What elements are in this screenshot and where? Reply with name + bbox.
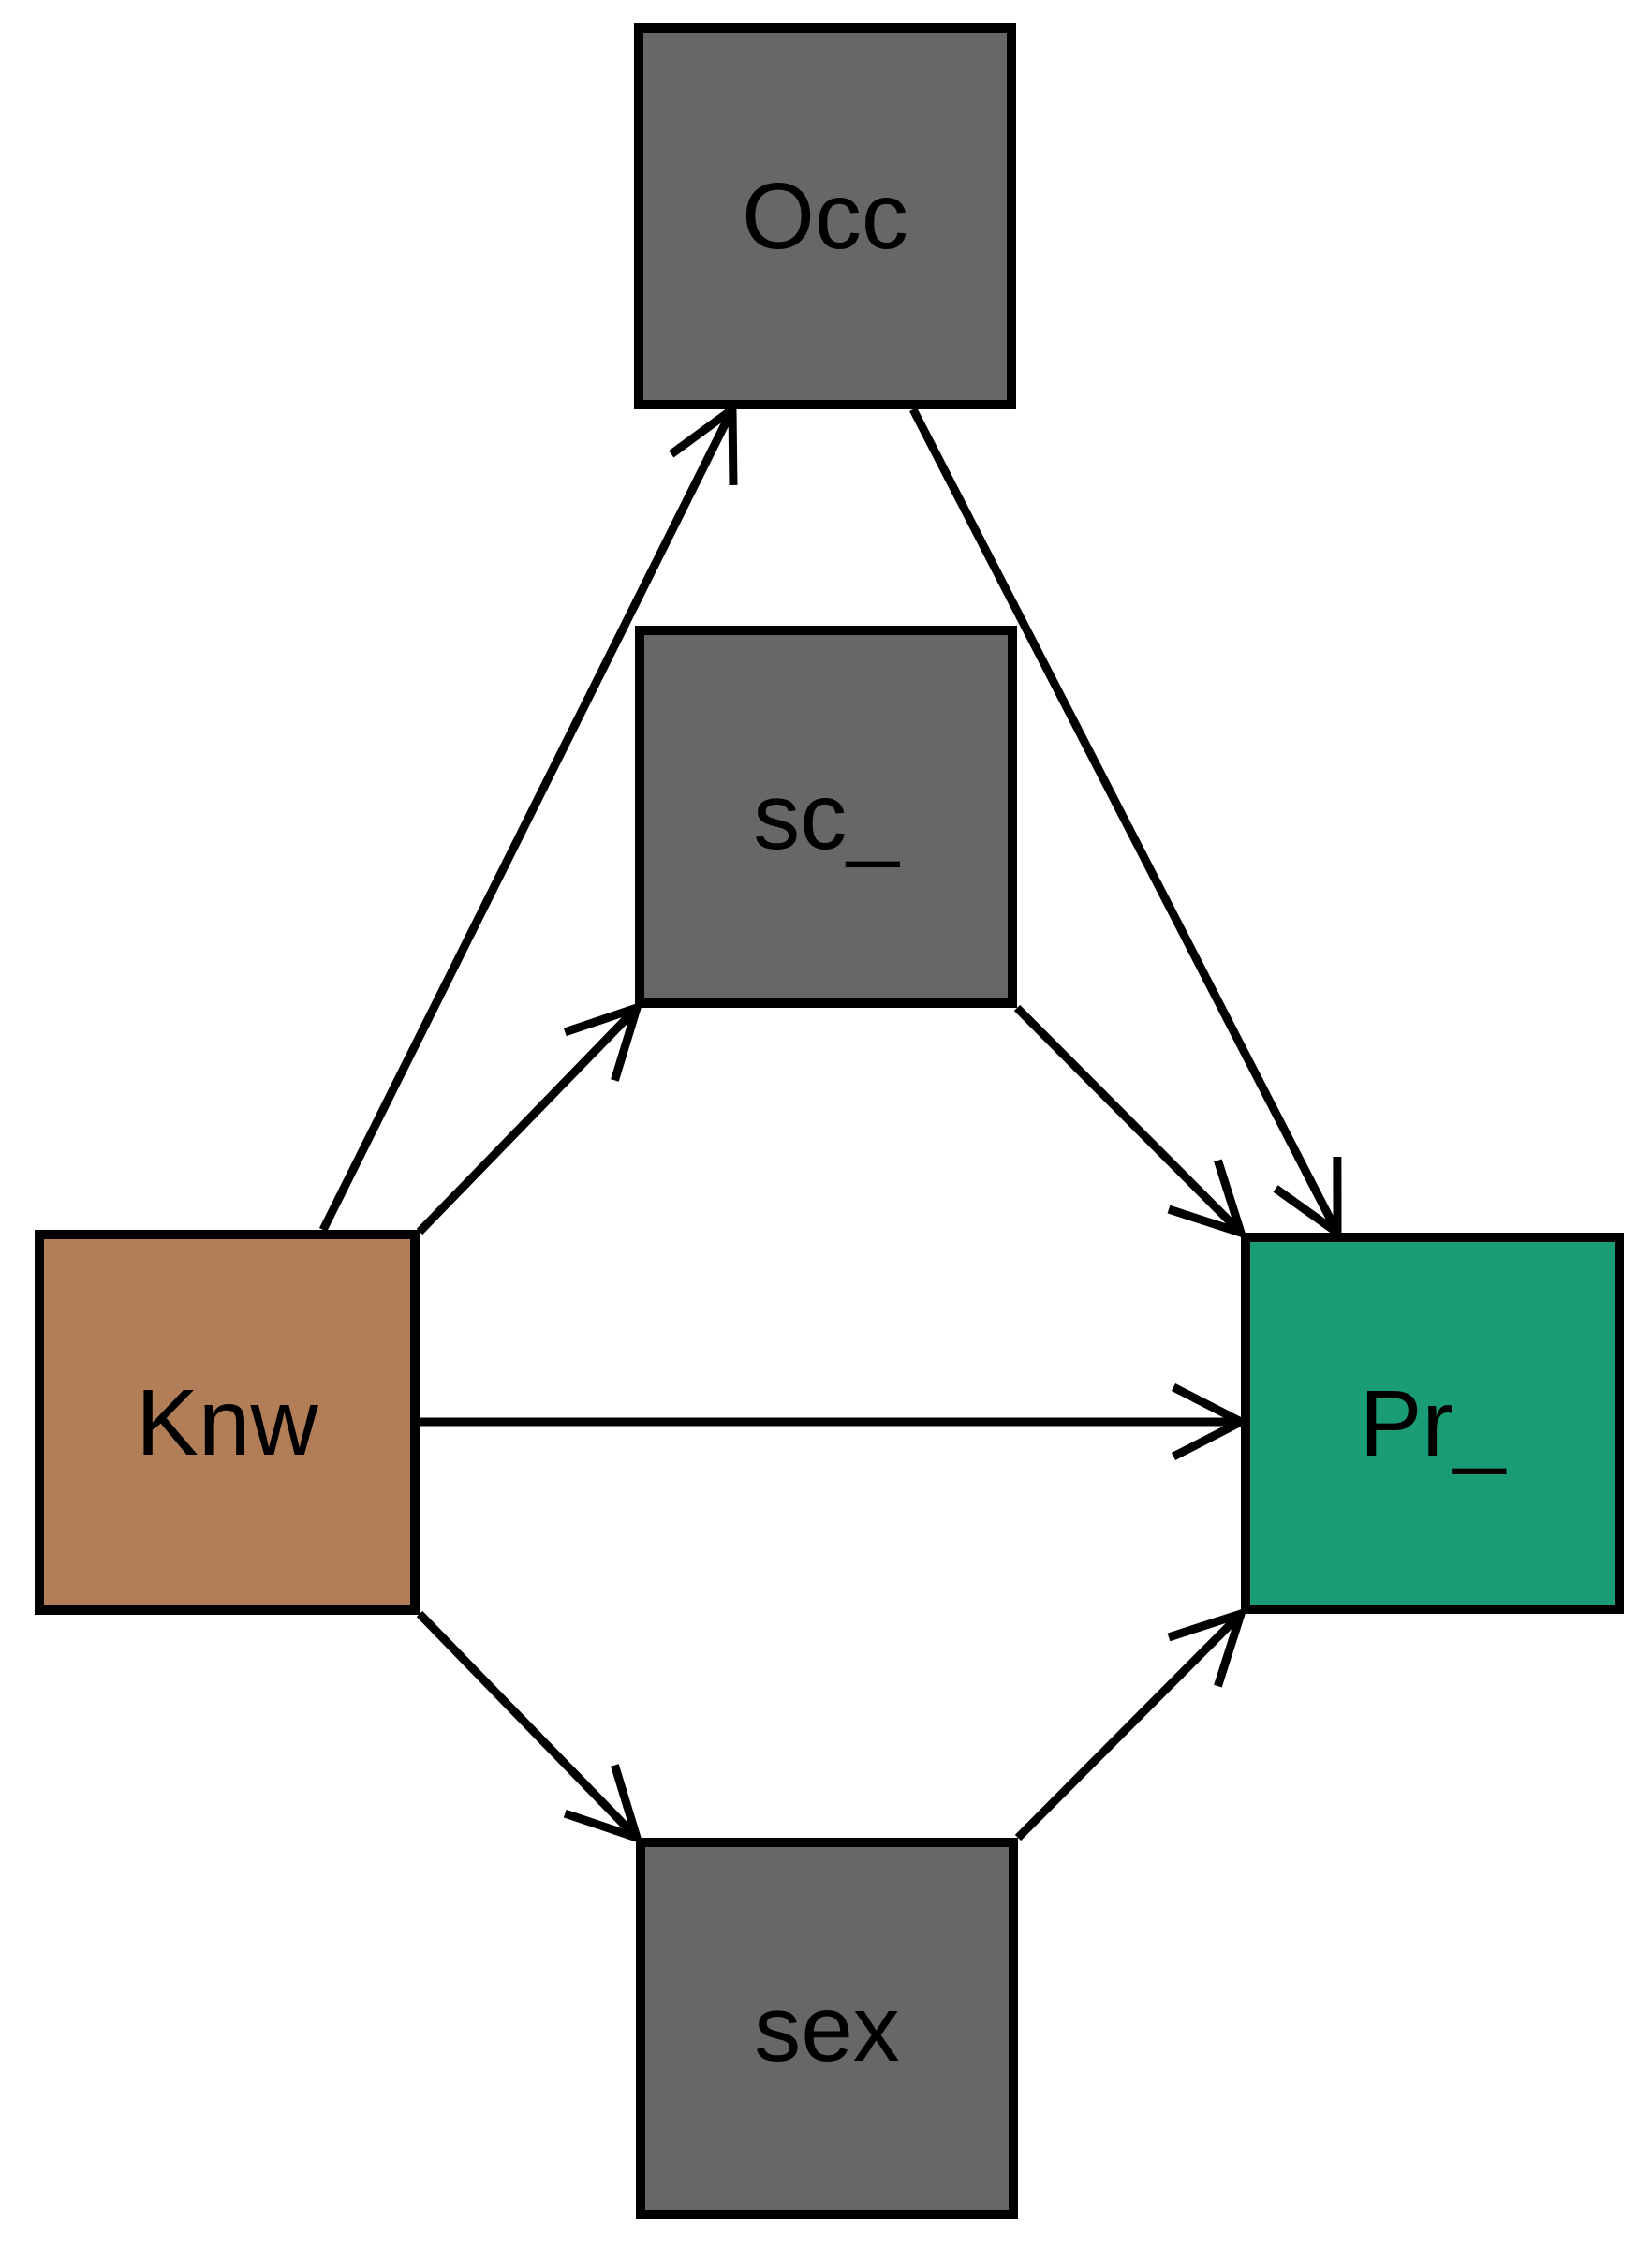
node-occ-label: Occ bbox=[742, 164, 908, 269]
edge-sex-to-Pr_ bbox=[1014, 1614, 1241, 1841]
node-knw: Knw bbox=[35, 1230, 420, 1615]
node-pr-label: Pr_ bbox=[1359, 1370, 1506, 1476]
node-sc-label: sc_ bbox=[753, 764, 899, 869]
edge-Knw-to-sc_ bbox=[416, 1008, 637, 1235]
node-pr: Pr_ bbox=[1241, 1233, 1624, 1614]
node-occ: Occ bbox=[634, 23, 1016, 409]
node-sex-label: sex bbox=[754, 1975, 900, 2081]
node-knw-label: Knw bbox=[136, 1369, 318, 1475]
node-sc: sc_ bbox=[635, 626, 1017, 1008]
edge-Knw-to-sex bbox=[416, 1610, 637, 1838]
edge-sc_-to-Pr_ bbox=[1013, 1004, 1241, 1233]
node-sex: sex bbox=[636, 1838, 1018, 2219]
